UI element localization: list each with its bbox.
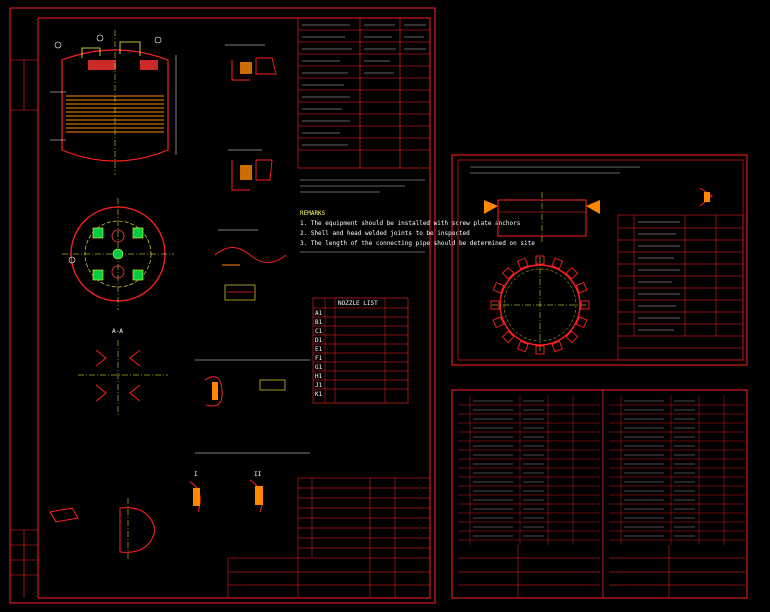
parts-list-sheet — [451, 389, 748, 599]
nozzle-table-title: NOZZLE LIST — [338, 300, 378, 307]
detail-corner-view — [699, 187, 713, 207]
ring-lug — [516, 340, 529, 353]
ring-lugs — [490, 255, 590, 355]
ring-lug — [492, 316, 505, 329]
ring-lug — [492, 281, 505, 294]
remarks-title: REMARKS — [300, 210, 326, 217]
nozzle-row-7: G1 — [315, 364, 323, 371]
detail-views-center — [214, 229, 287, 301]
lower-details: I II — [49, 471, 263, 560]
detail-sheet — [451, 154, 748, 366]
ring-lug — [580, 300, 590, 310]
nozzle-row-4: D1 — [315, 337, 323, 344]
nozzle-row-8: H1 — [315, 373, 323, 380]
nozzle-row-10: K1 — [315, 391, 323, 398]
ring-lug — [490, 300, 500, 310]
remark-3: 3. The length of the connecting pipe sho… — [300, 240, 535, 247]
spec-table — [297, 17, 431, 169]
ring-lug — [551, 257, 564, 270]
nozzle-row-2: B1 — [315, 319, 323, 326]
ring-lug — [535, 255, 545, 265]
detail-label-ii: II — [254, 471, 262, 478]
ring-lug — [551, 340, 564, 353]
ring-lug — [575, 316, 588, 329]
remarks-block: REMARKS 1. The equipment should be insta… — [300, 179, 535, 253]
ring-lug — [535, 345, 545, 355]
nozzle-row-3: C1 — [315, 328, 323, 335]
ring-lug — [501, 266, 515, 280]
main-assembly-sheet: REMARKS 1. The equipment should be insta… — [9, 7, 535, 604]
detail-label-i: I — [194, 471, 198, 478]
parts-list-grid — [458, 395, 745, 598]
nozzle-row-9: J1 — [315, 382, 323, 389]
vessel-elevation — [50, 30, 177, 175]
ring-lug — [575, 281, 588, 294]
ring-lug — [516, 257, 529, 270]
remark-2: 2. Shell and head welded joints to be in… — [300, 230, 470, 237]
detail-sheet-table — [617, 214, 744, 361]
spec-table-text — [302, 24, 426, 146]
pipe-detail — [195, 359, 310, 454]
nozzle-row-6: F1 — [315, 355, 323, 362]
section-label-aa: A-A — [112, 328, 123, 335]
parts-list-main — [227, 477, 431, 599]
flange-detail-top — [225, 44, 277, 191]
shell-elevation — [484, 192, 600, 244]
remark-1: 1. The equipment should be installed wit… — [300, 220, 521, 227]
ring-lug — [565, 266, 579, 280]
binding-strip — [10, 59, 38, 598]
nozzle-row-1: A1 — [315, 310, 323, 317]
cross-layout-view: A-A — [78, 328, 168, 415]
vessel-plan-view — [62, 198, 174, 310]
ring-lug — [565, 330, 579, 344]
ring-plan-view — [492, 257, 588, 353]
nozzle-table: NOZZLE LIST A1 B1 C1 D1 E1 F1 — [312, 297, 409, 404]
ring-lug — [501, 330, 515, 344]
nozzle-row-5: E1 — [315, 346, 323, 353]
